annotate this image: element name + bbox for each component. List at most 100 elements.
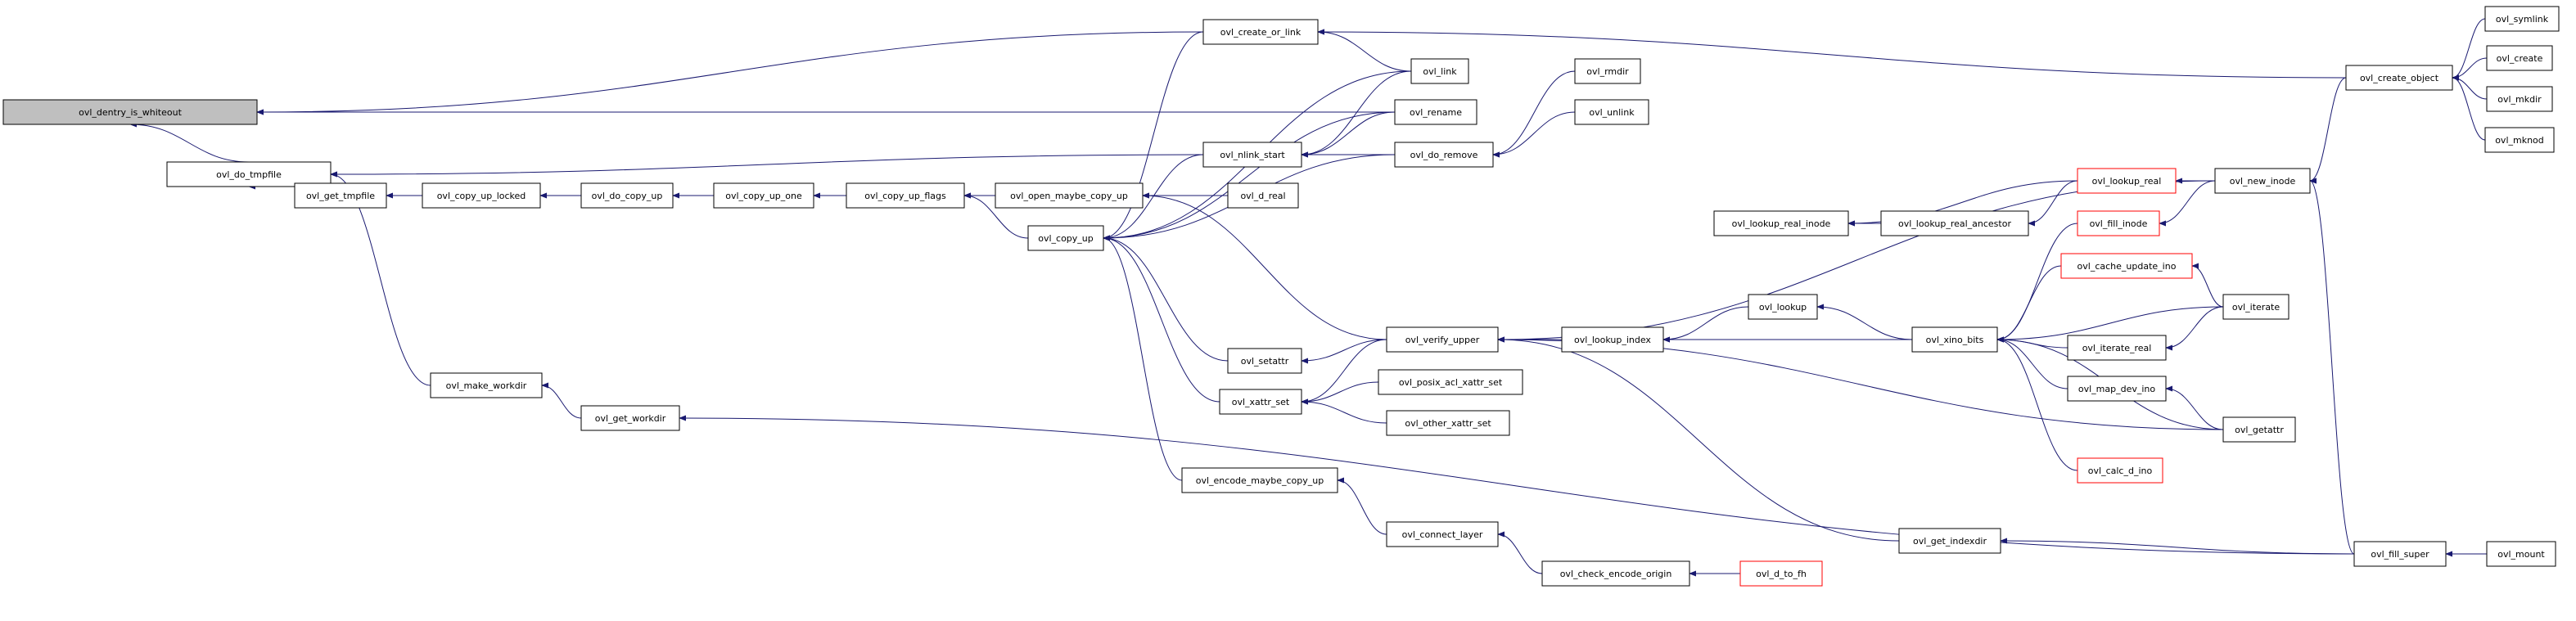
node-box[interactable] [1219, 389, 1302, 415]
node-box[interactable] [2222, 294, 2290, 320]
node-box[interactable] [1880, 210, 2029, 236]
node-box[interactable] [1394, 142, 1494, 168]
node-box[interactable] [1386, 410, 1510, 436]
node-box[interactable] [1202, 19, 1319, 45]
function-node-ovl_lookup_index[interactable]: ovl_lookup_index [1561, 326, 1664, 353]
node-box[interactable] [2077, 210, 2160, 236]
node-box[interactable] [1227, 182, 1299, 209]
function-node-ovl_iterate[interactable]: ovl_iterate [2222, 294, 2290, 320]
node-box[interactable] [995, 182, 1144, 209]
node-box[interactable] [1410, 58, 1469, 84]
function-node-ovl_mount[interactable]: ovl_mount [2486, 541, 2556, 567]
function-node-ovl_do_remove[interactable]: ovl_do_remove [1394, 142, 1494, 168]
function-node-ovl_copy_up[interactable]: ovl_copy_up [1027, 225, 1104, 251]
function-node-ovl_open_maybe_copy_up[interactable]: ovl_open_maybe_copy_up [995, 182, 1144, 209]
function-node-ovl_create[interactable]: ovl_create [2486, 45, 2553, 71]
function-node-ovl_encode_maybe_copy_up[interactable]: ovl_encode_maybe_copy_up [1181, 467, 1338, 493]
function-node-ovl_d_real[interactable]: ovl_d_real [1227, 182, 1299, 209]
node-box[interactable] [1378, 369, 1523, 395]
function-node-ovl_cache_update_ino[interactable]: ovl_cache_update_ino [2060, 253, 2193, 279]
function-node-ovl_mkdir[interactable]: ovl_mkdir [2486, 86, 2553, 112]
node-box[interactable] [2222, 416, 2296, 443]
node-box[interactable] [1574, 58, 1641, 84]
node-box[interactable] [1739, 560, 1823, 587]
node-box[interactable] [1202, 142, 1302, 168]
function-node-ovl_copy_up_flags[interactable]: ovl_copy_up_flags [846, 182, 965, 209]
function-node-ovl_iterate_real[interactable]: ovl_iterate_real [2067, 335, 2167, 361]
node-box[interactable] [1713, 210, 1849, 236]
function-node-ovl_create_object[interactable]: ovl_create_object [2345, 65, 2453, 91]
function-node-ovl_nlink_start[interactable]: ovl_nlink_start [1202, 142, 1302, 168]
node-box[interactable] [294, 182, 387, 209]
node-box[interactable] [2077, 168, 2177, 194]
node-box[interactable] [1748, 294, 1818, 320]
function-node-ovl_setattr[interactable]: ovl_setattr [1227, 348, 1302, 374]
function-node-ovl_lookup_real_ancestor[interactable]: ovl_lookup_real_ancestor [1880, 210, 2029, 236]
node-box[interactable] [2, 99, 258, 125]
node-box[interactable] [1027, 225, 1104, 251]
function-node-ovl_copy_up_locked[interactable]: ovl_copy_up_locked [422, 182, 541, 209]
node-box[interactable] [1911, 326, 1998, 353]
function-node-ovl_link[interactable]: ovl_link [1410, 58, 1469, 84]
function-node-ovl_lookup[interactable]: ovl_lookup [1748, 294, 1818, 320]
node-box[interactable] [1574, 99, 1649, 125]
node-box[interactable] [1386, 326, 1499, 353]
function-node-ovl_make_workdir[interactable]: ovl_make_workdir [430, 372, 543, 398]
node-box[interactable] [2484, 6, 2560, 32]
node-box[interactable] [2486, 541, 2556, 567]
node-box[interactable] [2060, 253, 2193, 279]
function-node-ovl_xattr_set[interactable]: ovl_xattr_set [1219, 389, 1302, 415]
function-node-ovl_rename[interactable]: ovl_rename [1394, 99, 1477, 125]
function-node-ovl_verify_upper[interactable]: ovl_verify_upper [1386, 326, 1499, 353]
node-box[interactable] [1181, 467, 1338, 493]
node-box[interactable] [580, 405, 680, 431]
function-node-ovl_fill_super[interactable]: ovl_fill_super [2353, 541, 2447, 567]
function-node-ovl_calc_d_ino[interactable]: ovl_calc_d_ino [2077, 457, 2163, 484]
node-box[interactable] [1561, 326, 1664, 353]
node-box[interactable] [2345, 65, 2453, 91]
function-node-ovl_symlink[interactable]: ovl_symlink [2484, 6, 2560, 32]
node-box[interactable] [430, 372, 543, 398]
function-node-ovl_other_xattr_set[interactable]: ovl_other_xattr_set [1386, 410, 1510, 436]
function-node-ovl_copy_up_one[interactable]: ovl_copy_up_one [713, 182, 814, 209]
node-box[interactable] [2077, 457, 2163, 484]
function-node-ovl_get_tmpfile[interactable]: ovl_get_tmpfile [294, 182, 387, 209]
node-box[interactable] [846, 182, 965, 209]
function-node-ovl_d_to_fh[interactable]: ovl_d_to_fh [1739, 560, 1823, 587]
function-node-ovl_unlink[interactable]: ovl_unlink [1574, 99, 1649, 125]
node-box[interactable] [1541, 560, 1690, 587]
function-node-ovl_dentry_is_whiteout[interactable]: ovl_dentry_is_whiteout [2, 99, 258, 125]
node-box[interactable] [2484, 127, 2555, 153]
function-node-ovl_connect_layer[interactable]: ovl_connect_layer [1386, 521, 1499, 547]
function-node-ovl_map_dev_ino[interactable]: ovl_map_dev_ino [2067, 376, 2167, 402]
node-box[interactable] [2486, 86, 2553, 112]
function-node-ovl_do_tmpfile[interactable]: ovl_do_tmpfile [166, 161, 332, 187]
function-node-ovl_create_or_link[interactable]: ovl_create_or_link [1202, 19, 1319, 45]
node-box[interactable] [2214, 168, 2311, 194]
node-box[interactable] [422, 182, 541, 209]
node-box[interactable] [2353, 541, 2447, 567]
function-node-ovl_xino_bits[interactable]: ovl_xino_bits [1911, 326, 1998, 353]
node-box[interactable] [713, 182, 814, 209]
node-box[interactable] [1898, 528, 2001, 554]
function-node-ovl_lookup_real_inode[interactable]: ovl_lookup_real_inode [1713, 210, 1849, 236]
function-node-ovl_fill_inode[interactable]: ovl_fill_inode [2077, 210, 2160, 236]
function-node-ovl_posix_acl_xattr_set[interactable]: ovl_posix_acl_xattr_set [1378, 369, 1523, 395]
node-box[interactable] [1386, 521, 1499, 547]
node-box[interactable] [2067, 335, 2167, 361]
function-node-ovl_do_copy_up[interactable]: ovl_do_copy_up [580, 182, 674, 209]
function-node-ovl_lookup_real[interactable]: ovl_lookup_real [2077, 168, 2177, 194]
function-node-ovl_rmdir[interactable]: ovl_rmdir [1574, 58, 1641, 84]
node-box[interactable] [580, 182, 674, 209]
node-box[interactable] [1394, 99, 1477, 125]
function-node-ovl_get_indexdir[interactable]: ovl_get_indexdir [1898, 528, 2001, 554]
function-node-ovl_new_inode[interactable]: ovl_new_inode [2214, 168, 2311, 194]
node-box[interactable] [2486, 45, 2553, 71]
function-node-ovl_getattr[interactable]: ovl_getattr [2222, 416, 2296, 443]
node-box[interactable] [1227, 348, 1302, 374]
function-node-ovl_get_workdir[interactable]: ovl_get_workdir [580, 405, 680, 431]
node-box[interactable] [2067, 376, 2167, 402]
function-node-ovl_check_encode_origin[interactable]: ovl_check_encode_origin [1541, 560, 1690, 587]
node-box[interactable] [166, 161, 332, 187]
function-node-ovl_mknod[interactable]: ovl_mknod [2484, 127, 2555, 153]
